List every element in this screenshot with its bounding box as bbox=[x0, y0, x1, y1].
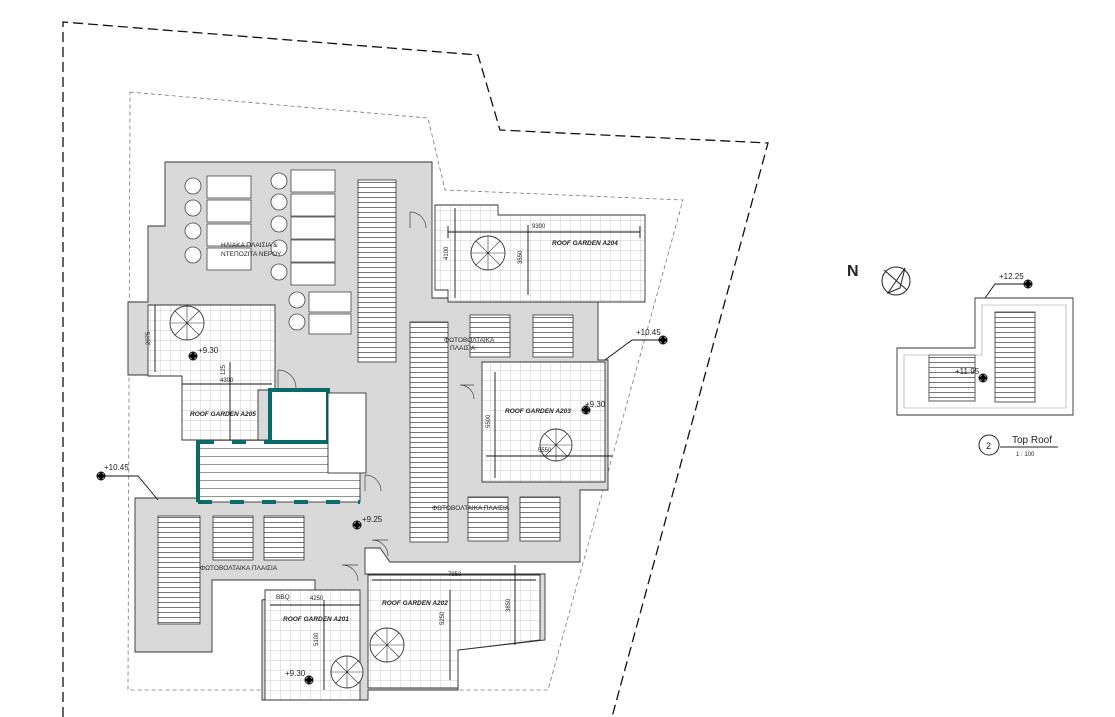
view-scale: 1 : 100 bbox=[1016, 452, 1035, 458]
roof-garden-a202-area bbox=[367, 574, 541, 689]
pv-mid-label-line2: ΠΛΑΙΣΙΑ bbox=[450, 345, 476, 352]
dim-3550: 3550 bbox=[518, 250, 524, 264]
dim-3850: 3850 bbox=[506, 598, 512, 612]
room-label-a204: ROOF GARDEN A204 bbox=[552, 240, 618, 247]
level-label-930-a203: +9.30 bbox=[585, 400, 606, 409]
room-label-a203: ROOF GARDEN A203 bbox=[505, 408, 571, 415]
dim-5100: 5100 bbox=[314, 632, 320, 646]
level-label-930-a205: +9.30 bbox=[198, 346, 219, 355]
level-marker-1225 bbox=[1023, 279, 1033, 289]
roof-garden-a204-area bbox=[434, 204, 646, 303]
dim-5500: 5500 bbox=[486, 414, 492, 428]
solar-label-line1: ΗΛΙΑΚΑ ΠΛΑΙΣΙΑ & bbox=[221, 242, 278, 249]
dimension-lines bbox=[154, 208, 641, 690]
level-leaders bbox=[104, 283, 1025, 501]
level-marker-1195 bbox=[978, 373, 988, 383]
level-label-1225: +12.25 bbox=[999, 272, 1024, 281]
level-marker-1045-left bbox=[96, 471, 106, 481]
room-label-a201: ROOF GARDEN A201 bbox=[283, 616, 349, 623]
solar-water-heaters bbox=[184, 169, 352, 335]
dim-125: 125 bbox=[221, 364, 227, 375]
level-label-1195: +11.95 bbox=[955, 367, 980, 376]
level-label-925: +9.25 bbox=[362, 515, 383, 524]
level-marker-930-a201 bbox=[304, 675, 314, 685]
plot-boundary bbox=[62, 21, 769, 717]
level-marker-925 bbox=[352, 520, 362, 530]
roof-garden-a201-area bbox=[264, 589, 364, 701]
room-label-a202: ROOF GARDEN A202 bbox=[382, 600, 448, 607]
north-label: N bbox=[847, 263, 859, 280]
pv-right-label: ΦΩΤΟΒΟΛΤΑΙΚΑ ΠΛΑΙΣΙΑ bbox=[432, 505, 510, 512]
room-label-a205: ROOF GARDEN A205 bbox=[190, 411, 256, 418]
view-number: 2 bbox=[986, 441, 991, 451]
level-label-1045-right: +10.45 bbox=[636, 328, 661, 337]
level-label-1045-left: +10.45 bbox=[104, 463, 129, 472]
roof-garden-a205-area bbox=[147, 304, 276, 441]
stair-core bbox=[196, 388, 367, 504]
dim-4250: 4250 bbox=[310, 596, 324, 602]
roof-garden-a203-area bbox=[481, 361, 606, 483]
north-arrow-icon bbox=[881, 266, 911, 296]
dim-4100: 4100 bbox=[444, 246, 450, 260]
photovoltaic-panels bbox=[157, 179, 1036, 625]
dim-5550: 5550 bbox=[538, 448, 552, 454]
solar-label-line2: ΝΤΕΠΟΖΙΤΑ ΝΕΡΟΥ bbox=[221, 251, 282, 258]
dim-9300: 9300 bbox=[532, 224, 546, 230]
pv-mid-label-line1: ΦΩΤΟΒΟΛΤΑΙΚΑ bbox=[444, 337, 495, 344]
bbq-label: BBQ bbox=[276, 594, 290, 601]
building-setback-line bbox=[127, 91, 684, 691]
pv-left-label: ΦΩΤΟΒΟΛΤΑΙΚΑ ΠΛΑΙΣΙΑ bbox=[200, 565, 278, 572]
level-label-930-a201: +9.30 bbox=[285, 669, 306, 678]
dim-2075: 2075 bbox=[146, 331, 152, 345]
drawing-labels: N +10.45 +10.45 +9.30 +9.30 +9.30 +9.25 … bbox=[104, 224, 1052, 678]
door-swings bbox=[277, 211, 475, 582]
top-roof-plan bbox=[896, 297, 1074, 416]
dim-4300: 4300 bbox=[220, 378, 234, 384]
dim-5250: 5250 bbox=[440, 611, 446, 625]
view-title-marker bbox=[978, 434, 1058, 456]
view-title: Top Roof bbox=[1012, 435, 1052, 446]
level-marker-930-a205 bbox=[188, 351, 198, 361]
dim-7850: 7850 bbox=[448, 572, 462, 578]
level-marker-930-a203 bbox=[581, 405, 591, 415]
level-marker-1045-right bbox=[658, 335, 668, 345]
